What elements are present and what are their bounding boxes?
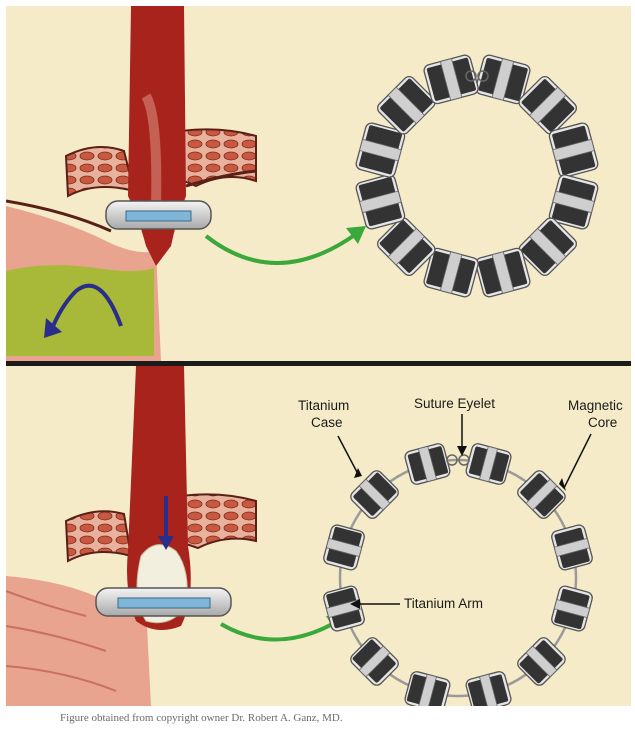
magnetic-bead bbox=[404, 442, 451, 485]
label-suture-eyelet: Suture Eyelet bbox=[414, 396, 495, 411]
magnetic-bead bbox=[465, 442, 512, 485]
label-titanium-case-2: Case bbox=[311, 415, 343, 430]
label-titanium-arm: Titanium Arm bbox=[404, 596, 483, 611]
magnetic-bead bbox=[515, 635, 567, 687]
magnetic-bead bbox=[423, 54, 480, 105]
magnetic-bead bbox=[475, 247, 532, 298]
magnetic-ring-open bbox=[322, 442, 593, 706]
magnetic-bead bbox=[404, 670, 451, 706]
panel-closed-swallow: Titanium Case Suture Eyelet Magnetic Cor… bbox=[6, 366, 631, 706]
magnetic-bead bbox=[550, 524, 593, 571]
magnetic-bead bbox=[348, 635, 400, 687]
magnetic-bead bbox=[548, 122, 599, 179]
label-magnetic-core-2: Core bbox=[588, 415, 617, 430]
label-titanium-case-1: Titanium bbox=[298, 398, 349, 413]
magnetic-bead bbox=[322, 524, 365, 571]
stomach-fluid bbox=[6, 265, 154, 356]
transition-arrow-icon bbox=[206, 234, 356, 263]
transition-arrow-icon-bottom bbox=[221, 622, 336, 640]
anatomy-illustration-top bbox=[6, 6, 631, 361]
magnetic-ring-closed bbox=[355, 54, 599, 298]
figure-credit: Figure obtained from copyright owner Dr.… bbox=[60, 712, 343, 724]
magnetic-bead bbox=[515, 468, 567, 520]
panel-open-reflux bbox=[6, 6, 631, 361]
magnetic-bead bbox=[355, 174, 406, 231]
magnetic-bead bbox=[550, 585, 593, 632]
magnetic-bead bbox=[465, 670, 512, 706]
diaphragm-left bbox=[66, 147, 134, 196]
anatomy-illustration-bottom: Titanium Case Suture Eyelet Magnetic Cor… bbox=[6, 366, 631, 706]
label-magnetic-core-1: Magnetic bbox=[568, 398, 623, 413]
diaphragm-right-bottom bbox=[181, 494, 256, 548]
diaphragm-left-bottom bbox=[66, 511, 131, 561]
